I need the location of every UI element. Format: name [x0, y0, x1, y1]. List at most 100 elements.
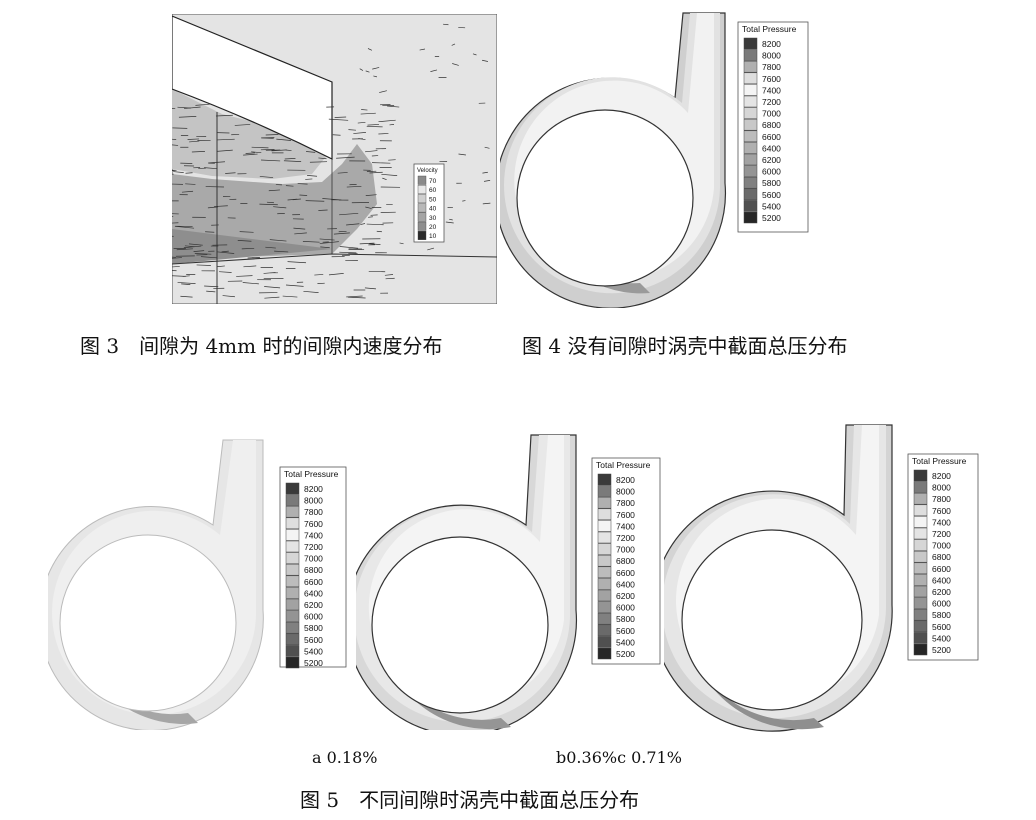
velocity-vector: [360, 112, 376, 115]
legend-swatch: [285, 621, 300, 634]
legend-label: 5200: [304, 658, 323, 668]
legend-label: 7800: [762, 62, 781, 72]
velocity-vector: [482, 171, 488, 174]
velocity-vector: [388, 159, 396, 161]
velocity-vector: [204, 285, 219, 288]
velocity-vector: [219, 271, 232, 273]
velocity-vector: [389, 124, 395, 126]
velocity-vector: [273, 206, 287, 209]
legend-swatch: [285, 494, 300, 506]
velocity-vector: [305, 200, 325, 202]
fig3-caption: 图 3 间隙为 4mm 时的间隙内速度分布: [80, 334, 443, 358]
velocity-vector: [309, 161, 328, 163]
legend-swatch: [285, 529, 300, 541]
legend-label: 6600: [304, 577, 323, 587]
velocity-vector: [282, 295, 298, 298]
legend-label: 5800: [762, 178, 781, 188]
velocity-vector: [366, 223, 384, 226]
velocity-vector: [451, 43, 456, 46]
velocity-vector: [318, 157, 327, 160]
fig4-legend-title: Total Pressure: [742, 24, 797, 34]
velocity-vector: [322, 198, 342, 201]
legend-label: 6400: [932, 575, 951, 585]
legend-swatch: [743, 142, 758, 154]
velocity-vector: [336, 156, 355, 159]
fig5c-volute: [664, 424, 893, 732]
velocity-legend-swatch: [417, 194, 427, 204]
velocity-vector: [483, 180, 491, 182]
legend-label: 7400: [932, 517, 951, 527]
fig5a-legend-title: Total Pressure: [284, 469, 339, 479]
legend-swatch: [597, 543, 612, 555]
velocity-vector: [385, 277, 395, 280]
velocity-vector: [445, 221, 454, 224]
velocity-legend-swatch: [417, 230, 427, 240]
velocity-vector: [208, 161, 225, 164]
velocity-vector: [369, 171, 383, 174]
velocity-vector: [365, 206, 372, 209]
velocity-legend-label: 20: [429, 224, 437, 231]
velocity-vector: [358, 138, 366, 141]
velocity-vector: [188, 243, 203, 246]
velocity-vector: [242, 282, 259, 285]
legend-swatch: [743, 60, 758, 73]
velocity-vector: [196, 264, 211, 266]
legend-swatch: [743, 37, 758, 50]
legend-swatch: [597, 485, 612, 497]
legend-label: 7400: [304, 530, 323, 540]
legend-swatch: [743, 72, 758, 85]
legend-swatch: [285, 505, 300, 518]
velocity-vector: [339, 246, 359, 249]
velocity-vector: [216, 138, 235, 141]
velocity-vector: [367, 48, 373, 51]
legend-label: 5400: [304, 646, 323, 656]
legend-swatch: [597, 566, 612, 579]
velocity-vector: [419, 48, 426, 51]
velocity-vector: [259, 176, 274, 178]
fig5b-legend-title: Total Pressure: [596, 460, 651, 470]
fig3-legend-title: Velocity: [417, 168, 438, 174]
velocity-vector: [353, 132, 366, 134]
velocity-vector: [369, 243, 381, 245]
legend-swatch: [597, 508, 612, 521]
legend-label: 6400: [616, 579, 635, 589]
velocity-vector: [305, 178, 313, 180]
velocity-vector: [247, 257, 260, 259]
velocity-vector: [303, 290, 319, 293]
legend-swatch: [285, 517, 300, 530]
legend-label: 5600: [616, 626, 635, 636]
velocity-vector: [225, 172, 236, 174]
legend-label: 6200: [304, 600, 323, 610]
legend-swatch: [913, 527, 928, 540]
legend-label: 7000: [932, 541, 951, 551]
legend-label: 5600: [304, 635, 323, 645]
velocity-vector: [346, 185, 362, 188]
legend-label: 7800: [616, 498, 635, 508]
velocity-vector: [268, 189, 280, 192]
velocity-vector: [373, 75, 378, 78]
velocity-vector: [319, 241, 339, 244]
velocity-vector: [172, 270, 177, 272]
legend-swatch: [913, 539, 928, 551]
legend-swatch: [597, 601, 612, 613]
velocity-vector: [184, 245, 195, 248]
velocity-vector: [293, 227, 306, 230]
legend-label: 6000: [762, 167, 781, 177]
fig5b-legend: Total Pressure 8200800078007600740072007…: [591, 457, 661, 665]
fig5bc-label: b0.36%c 0.71%: [556, 748, 682, 767]
legend-label: 5800: [616, 614, 635, 624]
legend-label: 6600: [932, 564, 951, 574]
velocity-vector: [180, 295, 193, 298]
legend-swatch: [743, 118, 758, 131]
velocity-vector: [251, 151, 262, 154]
velocity-vector: [243, 265, 257, 268]
velocity-vector: [339, 251, 357, 254]
legend-swatch: [285, 575, 300, 588]
velocity-vector: [333, 232, 350, 235]
velocity-vector: [346, 223, 360, 226]
legend-label: 5200: [762, 213, 781, 223]
velocity-vector: [360, 223, 366, 225]
velocity-vector: [379, 90, 387, 93]
